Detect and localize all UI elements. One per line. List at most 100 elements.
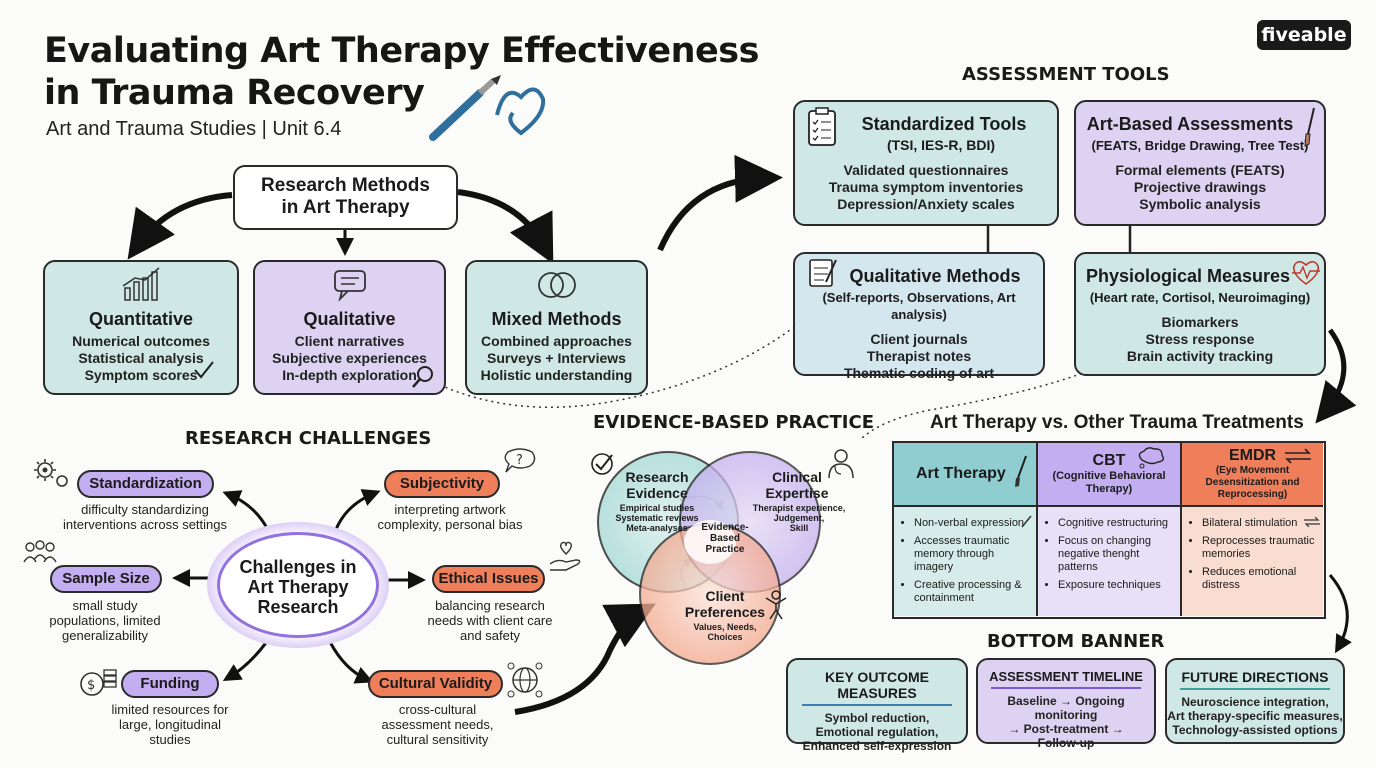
gears-icon bbox=[34, 459, 68, 487]
emdr-item: Reduces emotional distress bbox=[1202, 566, 1317, 592]
challenges-center-line: Research bbox=[257, 597, 339, 617]
client-preferences-title: Preferences bbox=[684, 604, 766, 620]
standardized-tools-card: Standardized Tools (TSI, IES-R, BDI) Val… bbox=[793, 100, 1059, 226]
standardization-desc-line: difficulty standardizing bbox=[81, 502, 209, 517]
assessment-timeline-title: ASSESSMENT TIMELINE bbox=[989, 669, 1143, 684]
clinical-expertise-desc-line: Judgement, bbox=[773, 513, 825, 523]
mixed-methods-line: Combined approaches bbox=[481, 333, 632, 349]
research-evidence-desc: Empirical studies Systematic reviews Met… bbox=[608, 503, 706, 533]
cbt-col: Cognitive restructuring Focus on changin… bbox=[1038, 507, 1182, 616]
cbt-title: CBT bbox=[1092, 452, 1126, 469]
heartbeat-icon bbox=[1292, 260, 1320, 285]
emdr-title: EMDR bbox=[1228, 447, 1277, 464]
key-outcome-line: Symbol reduction, bbox=[824, 711, 930, 725]
sample-size-pill: Sample Size bbox=[50, 565, 162, 593]
physiological-measures-line: Stress response bbox=[1145, 331, 1255, 347]
art-based-assessments-card: Art-Based Assessments (FEATS, Bridge Dra… bbox=[1074, 100, 1326, 226]
clinical-expertise-title: Clinical bbox=[772, 469, 822, 485]
assessment-timeline-underline bbox=[991, 687, 1141, 689]
future-directions-line: Technology-assisted options bbox=[1172, 723, 1338, 737]
cultural-validity-desc-line: assessment needs, bbox=[381, 717, 494, 732]
title-line-1: Evaluating Art Therapy Effectiveness bbox=[44, 31, 759, 71]
evidence-venn bbox=[597, 451, 821, 665]
cbt-item: Focus on changing negative thenght patte… bbox=[1058, 535, 1174, 574]
art-therapy-header: Art Therapy bbox=[894, 443, 1038, 507]
comparison-heading: Art Therapy vs. Other Trauma Treatments bbox=[930, 412, 1304, 433]
key-outcome-title: KEY OUTCOME MEASURES bbox=[825, 669, 929, 701]
speech-bubble-icon bbox=[333, 270, 366, 302]
challenges-center-line: Art Therapy bbox=[247, 577, 349, 597]
subjectivity-pill: Subjectivity bbox=[384, 470, 500, 498]
art-based-assessments-title: Art-Based Assessments bbox=[1086, 114, 1294, 134]
future-directions-card: FUTURE DIRECTIONS Neuroscience integrati… bbox=[1165, 658, 1345, 744]
cultural-validity-pill: Cultural Validity bbox=[368, 670, 503, 698]
research-evidence-title: Research bbox=[625, 469, 689, 485]
key-outcome-line: Emotional regulation, bbox=[815, 725, 939, 739]
subjectivity-desc-line: complexity, personal bias bbox=[377, 517, 523, 532]
research-methods-box: Research Methods in Art Therapy bbox=[233, 165, 458, 230]
ebp-center-line: Evidence- bbox=[701, 522, 749, 533]
client-preferences-label: Client Preferences bbox=[680, 588, 770, 620]
physiological-measures-card: Physiological Measures (Heart rate, Cort… bbox=[1074, 252, 1326, 376]
future-directions-underline bbox=[1180, 688, 1330, 690]
page-title: Evaluating Art Therapy Effectiveness in … bbox=[44, 30, 759, 114]
qualitative-title: Qualitative bbox=[303, 309, 396, 329]
quantitative-line: Numerical outcomes bbox=[72, 333, 210, 349]
art-based-assessments-sub: (FEATS, Bridge Drawing, Tree Test) bbox=[1091, 138, 1309, 153]
hand-heart-icon bbox=[549, 541, 581, 571]
future-directions-line: Neuroscience integration, bbox=[1181, 695, 1329, 709]
standardization-desc: difficulty standardizing interventions a… bbox=[40, 502, 250, 532]
standardization-pill: Standardization bbox=[77, 470, 214, 498]
sample-size-desc: small study populations, limited general… bbox=[40, 598, 170, 643]
brand-logo: fiveable bbox=[1257, 20, 1351, 50]
bar-chart-icon bbox=[122, 267, 160, 301]
research-challenges-heading: RESEARCH CHALLENGES bbox=[185, 428, 432, 449]
challenges-center-line: Challenges in bbox=[239, 557, 357, 577]
physiological-measures-title: Physiological Measures bbox=[1085, 266, 1291, 286]
mixed-methods-line: Holistic understanding bbox=[480, 367, 633, 383]
future-directions-line: Art therapy-specific measures, bbox=[1167, 709, 1343, 723]
paintbrush-heart-icon bbox=[429, 75, 546, 141]
sample-size-desc-line: small study bbox=[72, 598, 138, 613]
quantitative-line: Statistical analysis bbox=[78, 350, 204, 366]
page-subtitle: Art and Trauma Studies | Unit 6.4 bbox=[46, 118, 342, 140]
mixed-methods-card: Mixed Methods Combined approaches Survey… bbox=[465, 260, 648, 395]
assessment-timeline-line: → Post-treatment → bbox=[1008, 722, 1124, 736]
key-outcome-line: Enhanced self-expression bbox=[802, 739, 952, 753]
cultural-validity-desc-line: cultural sensitivity bbox=[386, 732, 489, 747]
evidence-based-heading: EVIDENCE-BASED PRACTICE bbox=[593, 412, 874, 433]
comparison-table: Art Therapy CBT (Cognitive Behavioral Th… bbox=[892, 441, 1326, 619]
qualitative-methods-line: Thematic coding of art bbox=[843, 365, 995, 381]
standardized-tools-line: Depression/Anxiety scales bbox=[837, 196, 1015, 212]
standardized-tools-sub: (TSI, IES-R, BDI) bbox=[886, 137, 996, 153]
funding-desc-line: large, longitudinal bbox=[119, 717, 221, 732]
client-preferences-desc-line: Values, Needs, bbox=[693, 622, 757, 632]
physiological-measures-sub: (Heart rate, Cortisol, Neuroimaging) bbox=[1089, 290, 1311, 305]
standardized-tools-title: Standardized Tools bbox=[861, 114, 1027, 134]
person-arms-up-icon bbox=[765, 590, 787, 620]
emdr-item: Bilateral stimulation bbox=[1202, 517, 1317, 530]
question-bubble-icon: ? bbox=[504, 448, 536, 473]
qualitative-methods-sub: (Self-reports, Observations, Art analysi… bbox=[822, 290, 1016, 322]
venn-icon bbox=[537, 272, 576, 298]
people-icon bbox=[23, 540, 57, 563]
qualitative-methods-card: Qualitative Methods (Self-reports, Obser… bbox=[793, 252, 1045, 381]
future-directions-title: FUTURE DIRECTIONS bbox=[1181, 669, 1329, 685]
physiological-measures-line: Biomarkers bbox=[1161, 314, 1239, 330]
quantitative-title: Quantitative bbox=[88, 309, 194, 329]
research-methods-title-1: Research Methods bbox=[261, 175, 430, 196]
quantitative-line: Symptom scores bbox=[84, 367, 198, 383]
check-circle-icon bbox=[591, 453, 613, 475]
client-preferences-desc-line: Choices bbox=[707, 632, 743, 642]
art-based-assessments-line: Formal elements (FEATS) bbox=[1115, 162, 1285, 178]
qualitative-card: Qualitative Client narratives Subjective… bbox=[253, 260, 446, 395]
challenges-center-node: Challenges in Art Therapy Research bbox=[217, 532, 379, 638]
research-evidence-title: Evidence bbox=[626, 485, 688, 501]
clinical-expertise-desc: Therapist experience, Judgement, Skill bbox=[748, 503, 850, 533]
subjectivity-desc: interpreting artwork complexity, persona… bbox=[370, 502, 530, 532]
qualitative-methods-title: Qualitative Methods bbox=[849, 266, 1021, 286]
key-outcome-card: KEY OUTCOME MEASURES Symbol reduction, E… bbox=[786, 658, 968, 753]
research-evidence-desc-line: Meta-analyses bbox=[626, 523, 688, 533]
sample-size-desc-line: generalizability bbox=[62, 628, 148, 643]
art-therapy-title: Art Therapy bbox=[916, 465, 1006, 482]
